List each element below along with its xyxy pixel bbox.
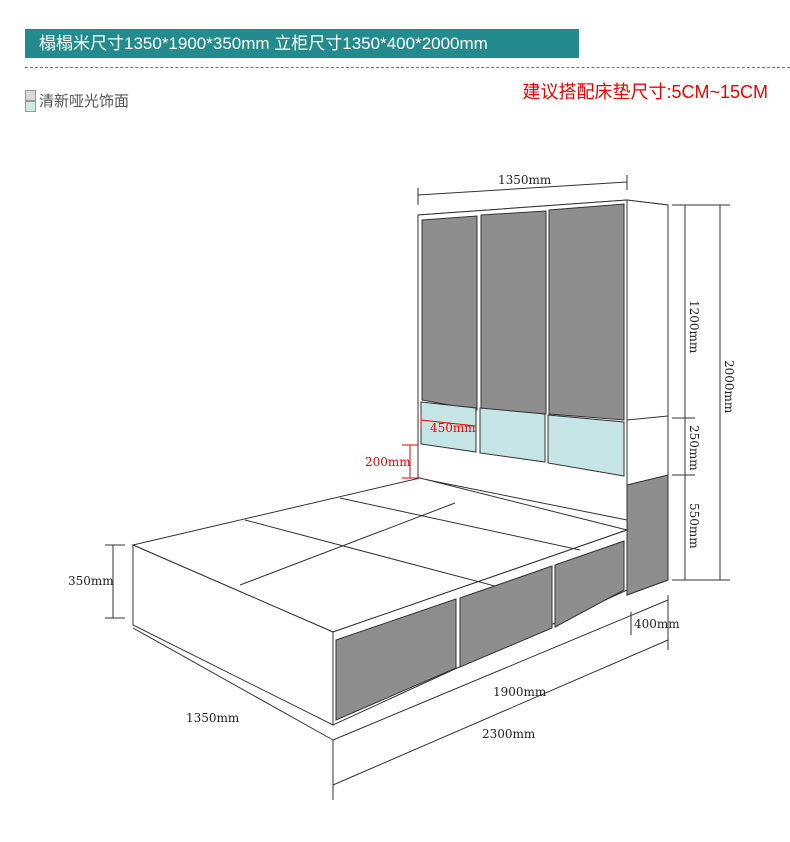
- drawer-3: [554, 540, 625, 628]
- title-banner: 榻榻米尺寸1350*1900*350mm 立柜尺寸1350*400*2000mm: [25, 29, 579, 58]
- shelf-2: [479, 407, 546, 463]
- dim-total-length: 2300mm: [482, 727, 536, 741]
- dim-upper: 1200mm: [687, 300, 701, 354]
- shelf-1: [420, 401, 477, 453]
- divider: [25, 67, 790, 68]
- door-1: [421, 215, 478, 411]
- dim-shelf: 250mm: [687, 425, 701, 471]
- dim-headboard: 200mm: [365, 455, 411, 469]
- gray-swatch: [25, 90, 36, 101]
- finish-legend: 清新哑光饰面: [25, 90, 130, 112]
- door-3: [548, 203, 625, 421]
- dim-bed-height: 350mm: [68, 574, 114, 588]
- mattress-note: 建议搭配床垫尺寸:5CM~15CM: [522, 82, 768, 102]
- door-2: [480, 210, 547, 415]
- dim-depth: 400mm: [634, 617, 680, 631]
- shelf-3: [547, 414, 625, 477]
- dim-shelf-width: 450mm: [430, 421, 476, 435]
- drawer-1: [335, 598, 457, 721]
- dim-bed-length: 1900mm: [493, 685, 547, 699]
- dim-total-height: 2000mm: [722, 360, 736, 414]
- dim-bed-width: 1350mm: [186, 711, 240, 725]
- teal-swatch: [25, 101, 36, 112]
- dim-lower: 550mm: [687, 503, 701, 549]
- dim-cabinet-width: 1350mm: [498, 173, 552, 187]
- legend-label: 清新哑光饰面: [39, 92, 130, 110]
- cabinet-side-lower: [626, 474, 669, 596]
- drawer-2: [459, 565, 553, 668]
